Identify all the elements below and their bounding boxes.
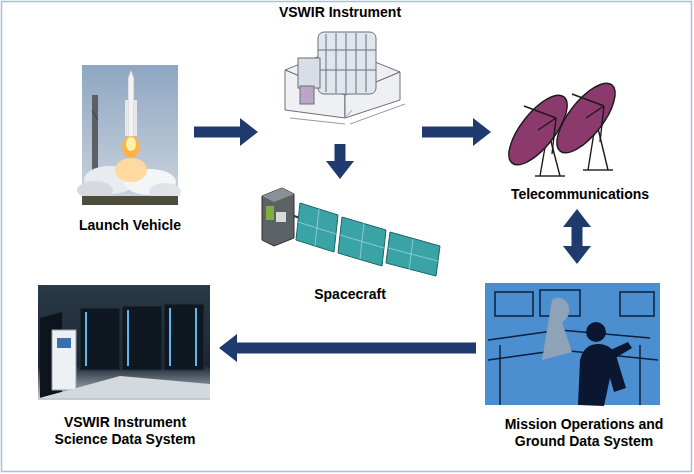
illustrated-node: VSWIR Instrument — [262, 2, 418, 140]
flow-arrow — [326, 144, 354, 179]
arrow-head — [563, 209, 591, 227]
antenna-dishes — [499, 74, 626, 176]
instrument-drawing — [285, 32, 405, 124]
arrow-head — [326, 161, 354, 179]
arrow-head — [240, 118, 258, 146]
arrow-shaft — [422, 127, 474, 138]
arrow-head — [219, 334, 237, 362]
arrow-shaft — [335, 144, 346, 162]
arrow-head — [473, 118, 491, 146]
node-label: Launch Vehicle — [79, 217, 181, 234]
illustrated-node: Spacecraft — [250, 183, 450, 305]
arrow-shaft — [194, 127, 241, 138]
illustrated-node: Telecommunications — [495, 82, 665, 205]
node-label: Telecommunications — [511, 186, 649, 203]
computer-room — [38, 285, 210, 400]
flow-arrow — [422, 118, 491, 146]
flow-arrow — [194, 118, 258, 146]
arrow-shaft — [572, 226, 583, 247]
launch-photo — [77, 65, 181, 205]
arrow-shaft — [236, 343, 476, 354]
illustrated-node: VSWIR Instrument Science Data System — [35, 283, 215, 450]
arrow-head — [563, 246, 591, 264]
node-label: Spacecraft — [314, 286, 386, 303]
operations-room — [485, 283, 660, 406]
illustrated-node: Launch Vehicle — [70, 62, 190, 236]
flow-arrow — [563, 209, 591, 264]
node-label: Mission Operations and Ground Data Syste… — [492, 416, 677, 450]
node-label: VSWIR Instrument — [279, 4, 401, 21]
illustrated-node: Mission Operations and Ground Data Syste… — [480, 268, 688, 452]
spacecraft-render — [255, 185, 445, 276]
node-label: VSWIR Instrument Science Data System — [45, 414, 205, 448]
flow-arrow — [219, 334, 476, 362]
